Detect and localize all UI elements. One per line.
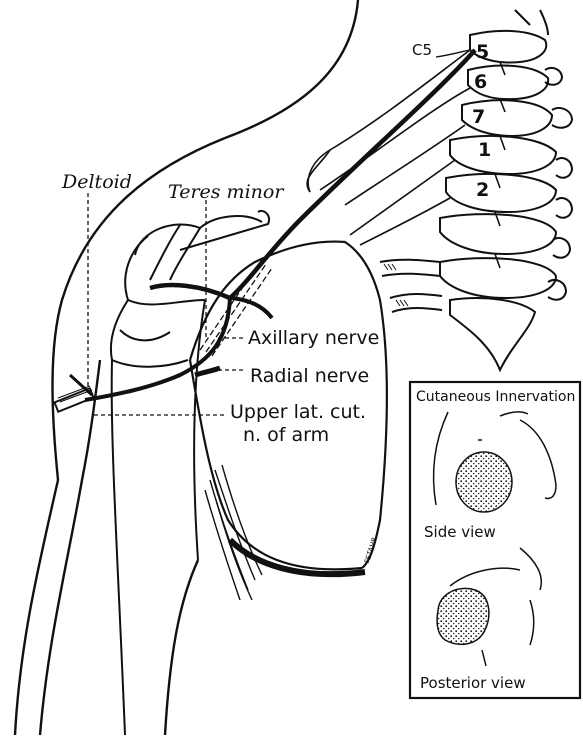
- label-upper-lat-1: Upper lat. cut.: [230, 401, 366, 423]
- cutaneous-innervation-inset: Cutaneous Innervation Side view Posterio…: [410, 382, 580, 698]
- label-radial-nerve: Radial nerve: [250, 365, 369, 387]
- rib-hatch: [384, 264, 408, 306]
- signature: FSTAHR: [363, 536, 379, 564]
- side-view-label: Side view: [424, 523, 496, 541]
- label-axillary-nerve: Axillary nerve: [248, 327, 379, 349]
- posterior-view-label: Posterior view: [420, 674, 526, 692]
- spinous-processes: [495, 62, 505, 268]
- radial-nerve-path: [232, 298, 272, 318]
- humerus: [111, 236, 205, 735]
- teres-minor-muscle: [205, 465, 262, 600]
- posterior-view-innervation-area: [437, 588, 489, 644]
- label-upper-lat-2: n. of arm: [243, 424, 329, 446]
- cut-nerve-stumps: [55, 375, 94, 412]
- label-deltoid: Deltoid: [61, 171, 132, 193]
- ribs: [380, 260, 442, 312]
- acromion-clavicle: [135, 211, 269, 280]
- vertebra-label-c6: 6: [474, 71, 487, 93]
- vertebra-label-c7: 7: [472, 106, 485, 128]
- vertebra-label-c5: 5: [476, 41, 489, 63]
- inset-title: Cutaneous Innervation: [416, 389, 575, 405]
- label-teres-minor: Teres minor: [168, 181, 285, 203]
- radial-nerve-cut: [195, 368, 220, 375]
- vertebra-label-t2: 2: [476, 179, 489, 201]
- side-view-innervation-area: [456, 452, 512, 512]
- vertebra-label-t1: 1: [478, 139, 491, 161]
- label-c5: C5: [412, 41, 432, 59]
